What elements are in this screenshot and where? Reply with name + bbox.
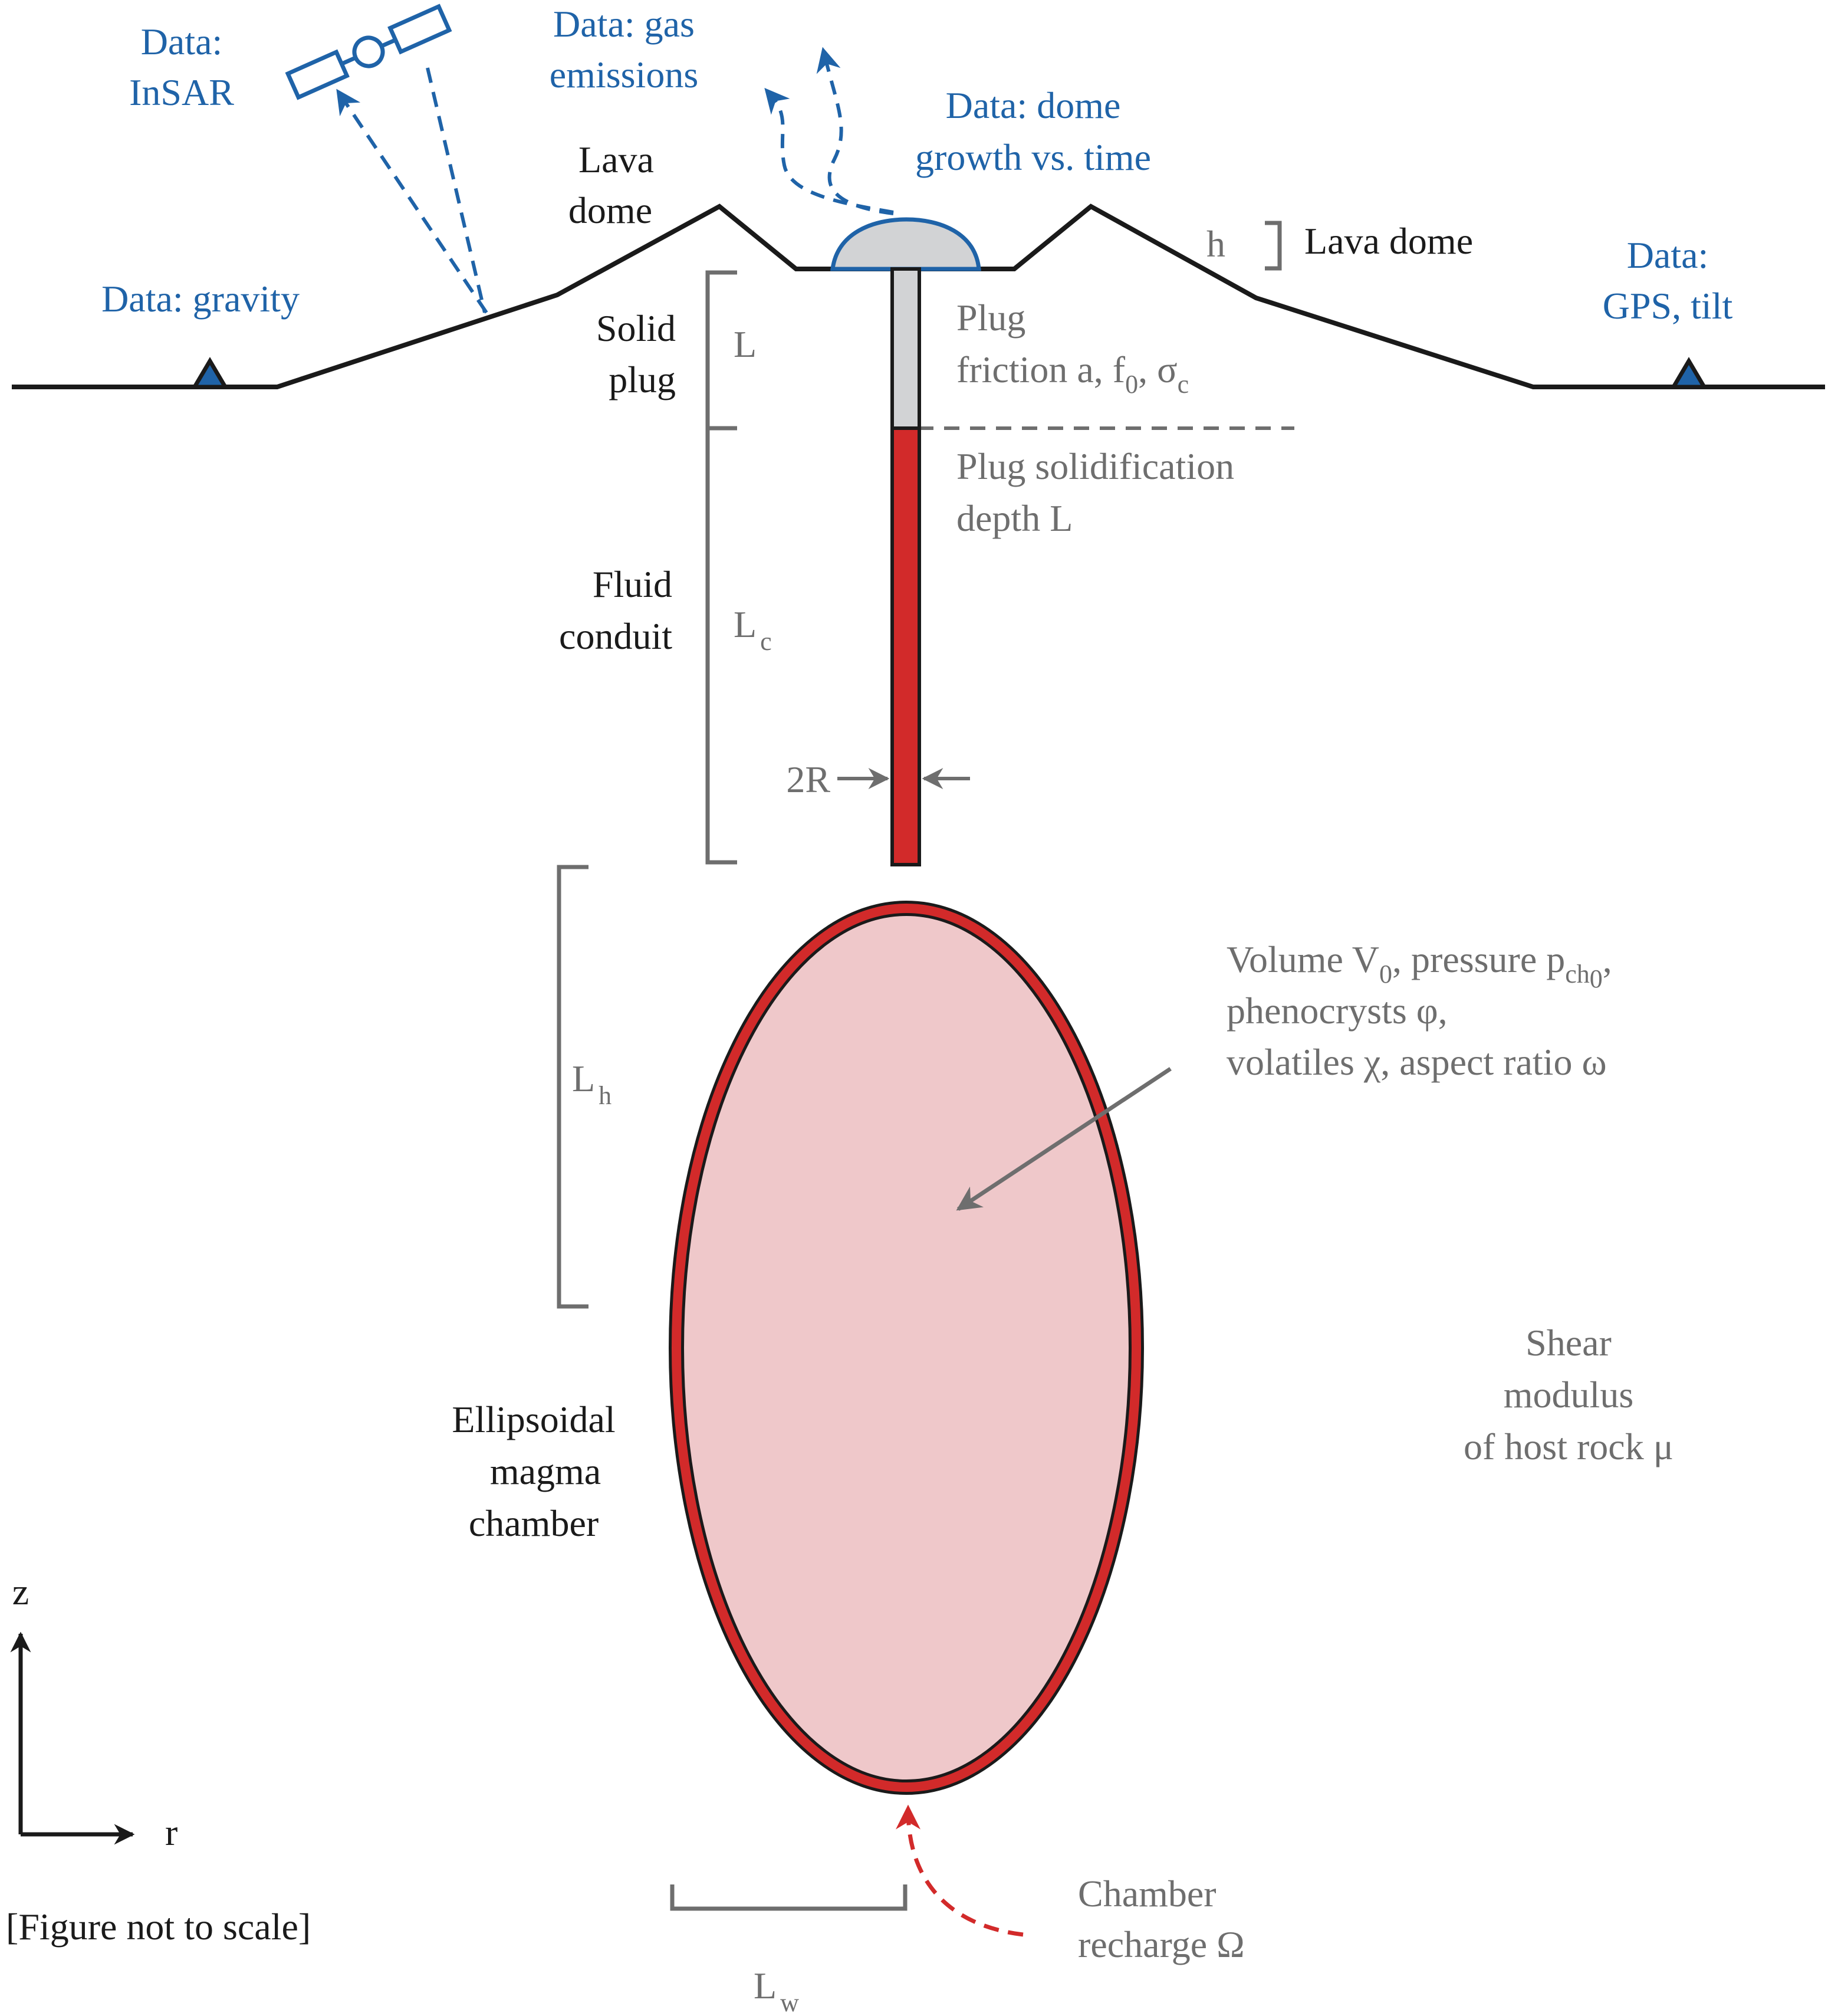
label-dome-growth-1: Data: dome xyxy=(946,84,1121,126)
label-lava-dome-right: Lava dome xyxy=(1304,220,1473,262)
label-not-to-scale: [Figure not to scale] xyxy=(6,1906,311,1948)
chamber-height-bracket xyxy=(557,865,588,1309)
label-ellipsoidal-2: magma xyxy=(490,1450,601,1492)
label-insar-2: InSAR xyxy=(129,71,234,113)
label-shear-2: modulus xyxy=(1504,1374,1633,1416)
label-plug-friction: friction a, f0, σc xyxy=(956,349,1189,399)
label-ellipsoidal-1: Ellipsoidal xyxy=(452,1398,615,1440)
label-gravity: Data: gravity xyxy=(101,278,300,320)
fluid-conduit xyxy=(890,426,921,866)
insar-beam-up xyxy=(336,88,488,314)
label-lava-dome-1: Lava xyxy=(578,139,654,180)
label-plug: Plug xyxy=(956,297,1025,339)
label-fluid-conduit-1: Fluid xyxy=(593,563,672,605)
dome-height-bracket xyxy=(1265,221,1282,271)
recharge-arrow xyxy=(896,1804,1024,1937)
label-chamber-props-3: volatiles χ, aspect ratio ω xyxy=(1227,1041,1607,1083)
gravity-station-icon xyxy=(190,357,229,389)
label-shear-3: of host rock μ xyxy=(1464,1426,1674,1467)
label-shear-1: Shear xyxy=(1525,1322,1612,1364)
insar-beam-down xyxy=(426,67,486,313)
label-axis-r: r xyxy=(165,1811,177,1853)
plug-length-bracket xyxy=(705,270,737,431)
label-dome-growth-2: growth vs. time xyxy=(915,136,1151,178)
label-gas-1: Data: gas xyxy=(553,3,695,45)
conduit-length-bracket xyxy=(705,426,737,865)
label-ellipsoidal-3: chamber xyxy=(469,1502,599,1544)
satellite-icon xyxy=(285,4,452,100)
label-dome-h: h xyxy=(1206,223,1225,265)
solid-plug xyxy=(890,267,921,430)
label-chamber-props-2: phenocrysts φ, xyxy=(1227,990,1448,1032)
lava-dome-cap xyxy=(830,217,981,271)
label-lava-dome-2: dome xyxy=(568,189,652,231)
label-solid-plug-2: plug xyxy=(609,359,676,400)
label-solidification-1: Plug solidification xyxy=(956,445,1234,487)
label-recharge-1: Chamber xyxy=(1078,1873,1217,1915)
label-chamber-props-1: Volume V0, pressure pch0, xyxy=(1227,938,1612,993)
gas-emission-path-1 xyxy=(764,88,894,214)
label-solidification-2: depth L xyxy=(956,497,1073,539)
label-plug-L: L xyxy=(734,323,757,365)
chamber-props-arrow xyxy=(956,1067,1172,1211)
chamber-width-bracket xyxy=(670,1884,908,1911)
label-gps-2: GPS, tilt xyxy=(1603,285,1733,327)
label-gas-2: emissions xyxy=(550,54,698,96)
label-2R: 2R xyxy=(786,759,830,800)
gas-emission-path-2 xyxy=(816,47,894,215)
label-fluid-conduit-2: conduit xyxy=(559,615,672,657)
label-solid-plug-1: Solid xyxy=(596,307,676,349)
label-gps-1: Data: xyxy=(1627,234,1709,276)
magma-chamber-rim xyxy=(672,904,1141,1792)
label-axis-z: z xyxy=(12,1571,29,1613)
gps-station-icon xyxy=(1669,357,1708,389)
label-recharge-2: recharge Ω xyxy=(1078,1923,1245,1965)
label-insar-1: Data: xyxy=(141,21,223,63)
